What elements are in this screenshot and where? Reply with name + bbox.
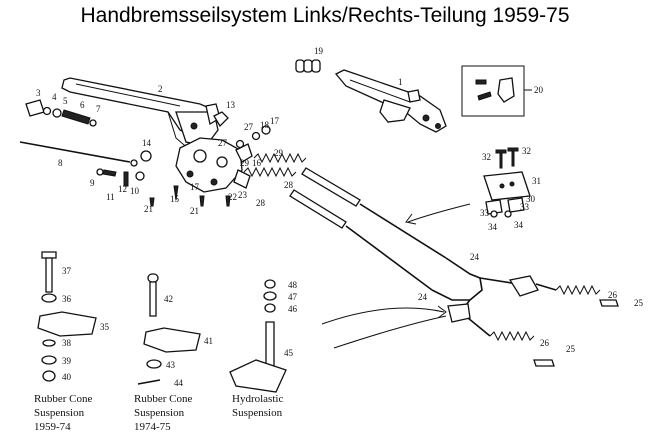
callout-15: 15 xyxy=(170,194,180,204)
rubber-cone-1974-75-parts xyxy=(137,273,201,385)
callout-41: 41 xyxy=(204,336,213,346)
callout-7: 7 xyxy=(96,104,101,114)
callout-labels: 1 2 3 4 5 6 7 8 9 10 11 12 13 14 15 16 1… xyxy=(36,46,644,388)
brake-cables xyxy=(243,152,619,367)
callout-1: 1 xyxy=(398,77,403,87)
callout-30: 30 xyxy=(526,194,536,204)
callout-33b: 33 xyxy=(520,202,530,212)
callout-20: 20 xyxy=(534,85,544,95)
callout-12: 12 xyxy=(118,184,127,194)
callout-36: 36 xyxy=(62,294,72,304)
compensator-plate xyxy=(483,147,531,218)
callout-48: 48 xyxy=(288,280,298,290)
callout-16: 16 xyxy=(252,158,262,168)
callout-34b: 34 xyxy=(514,220,524,230)
caption-rubber1-line3: 1959-74 xyxy=(34,421,71,433)
callout-23: 23 xyxy=(238,190,248,200)
callout-40: 40 xyxy=(62,372,72,382)
callout-39: 39 xyxy=(62,356,72,366)
callout-37: 37 xyxy=(62,266,72,276)
bracket-fasteners xyxy=(96,125,271,207)
callout-21a: 21 xyxy=(144,204,153,214)
callout-25a: 25 xyxy=(634,298,644,308)
callout-9: 9 xyxy=(90,178,95,188)
callout-21b: 21 xyxy=(190,206,199,216)
callout-5: 5 xyxy=(63,96,68,106)
callout-42: 42 xyxy=(164,294,173,304)
handbrake-lever-assembly xyxy=(61,77,253,193)
callout-35: 35 xyxy=(100,322,110,332)
callout-25b: 25 xyxy=(566,344,576,354)
fastener-kit-box xyxy=(461,65,532,117)
callout-24a: 24 xyxy=(470,252,480,262)
callout-13: 13 xyxy=(226,100,236,110)
callout-47: 47 xyxy=(288,292,298,302)
callout-29b: 29 xyxy=(240,158,250,168)
callout-24b: 24 xyxy=(418,292,428,302)
callout-45: 45 xyxy=(284,348,294,358)
suspension-captions: Rubber Cone Suspension 1959-74 Rubber Co… xyxy=(34,393,283,433)
callout-26a: 26 xyxy=(608,290,618,300)
callout-29a: 29 xyxy=(274,148,284,158)
callout-4: 4 xyxy=(52,92,57,102)
callout-2: 2 xyxy=(158,84,163,94)
caption-rubber2-line2: Suspension xyxy=(134,407,185,419)
caption-rubber1-line1: Rubber Cone xyxy=(34,393,92,405)
callout-22: 22 xyxy=(228,192,237,202)
callout-6: 6 xyxy=(80,100,85,110)
callout-32b: 32 xyxy=(522,146,531,156)
caption-rubber2-line3: 1974-75 xyxy=(134,421,171,433)
callout-34a: 34 xyxy=(488,222,498,232)
caption-hydro-line2: Suspension xyxy=(232,407,283,419)
callout-28a: 28 xyxy=(284,180,294,190)
callout-33a: 33 xyxy=(480,208,490,218)
callout-11: 11 xyxy=(106,192,115,202)
callout-17a: 17 xyxy=(190,182,200,192)
handbrake-lever-alt xyxy=(295,59,447,133)
callout-18: 18 xyxy=(260,120,270,130)
caption-hydro-line1: Hydrolastic xyxy=(232,393,283,405)
callout-27a: 27 xyxy=(244,122,254,132)
hydrolastic-parts xyxy=(229,279,287,393)
callout-46: 46 xyxy=(288,304,298,314)
callout-26b: 26 xyxy=(540,338,550,348)
callout-19: 19 xyxy=(314,46,324,56)
caption-rubber1-line2: Suspension xyxy=(34,407,85,419)
callout-43: 43 xyxy=(166,360,176,370)
callout-32a: 32 xyxy=(482,152,491,162)
callout-10: 10 xyxy=(130,186,140,196)
pawl-rod xyxy=(19,141,138,167)
callout-31: 31 xyxy=(532,176,541,186)
callout-14: 14 xyxy=(142,138,152,148)
callout-8: 8 xyxy=(58,158,63,168)
caption-rubber2-line1: Rubber Cone xyxy=(134,393,192,405)
callout-3: 3 xyxy=(36,88,41,98)
rubber-cone-1959-74-parts xyxy=(37,251,97,382)
page-title: Handbremsseilsystem Links/Rechts-Teilung… xyxy=(80,4,570,27)
callout-27b: 27 xyxy=(218,138,228,148)
ratchet-rod-parts xyxy=(25,99,97,127)
callout-38: 38 xyxy=(62,338,72,348)
callout-44: 44 xyxy=(174,378,184,388)
callout-17b: 17 xyxy=(270,116,280,126)
callout-28b: 28 xyxy=(256,198,266,208)
